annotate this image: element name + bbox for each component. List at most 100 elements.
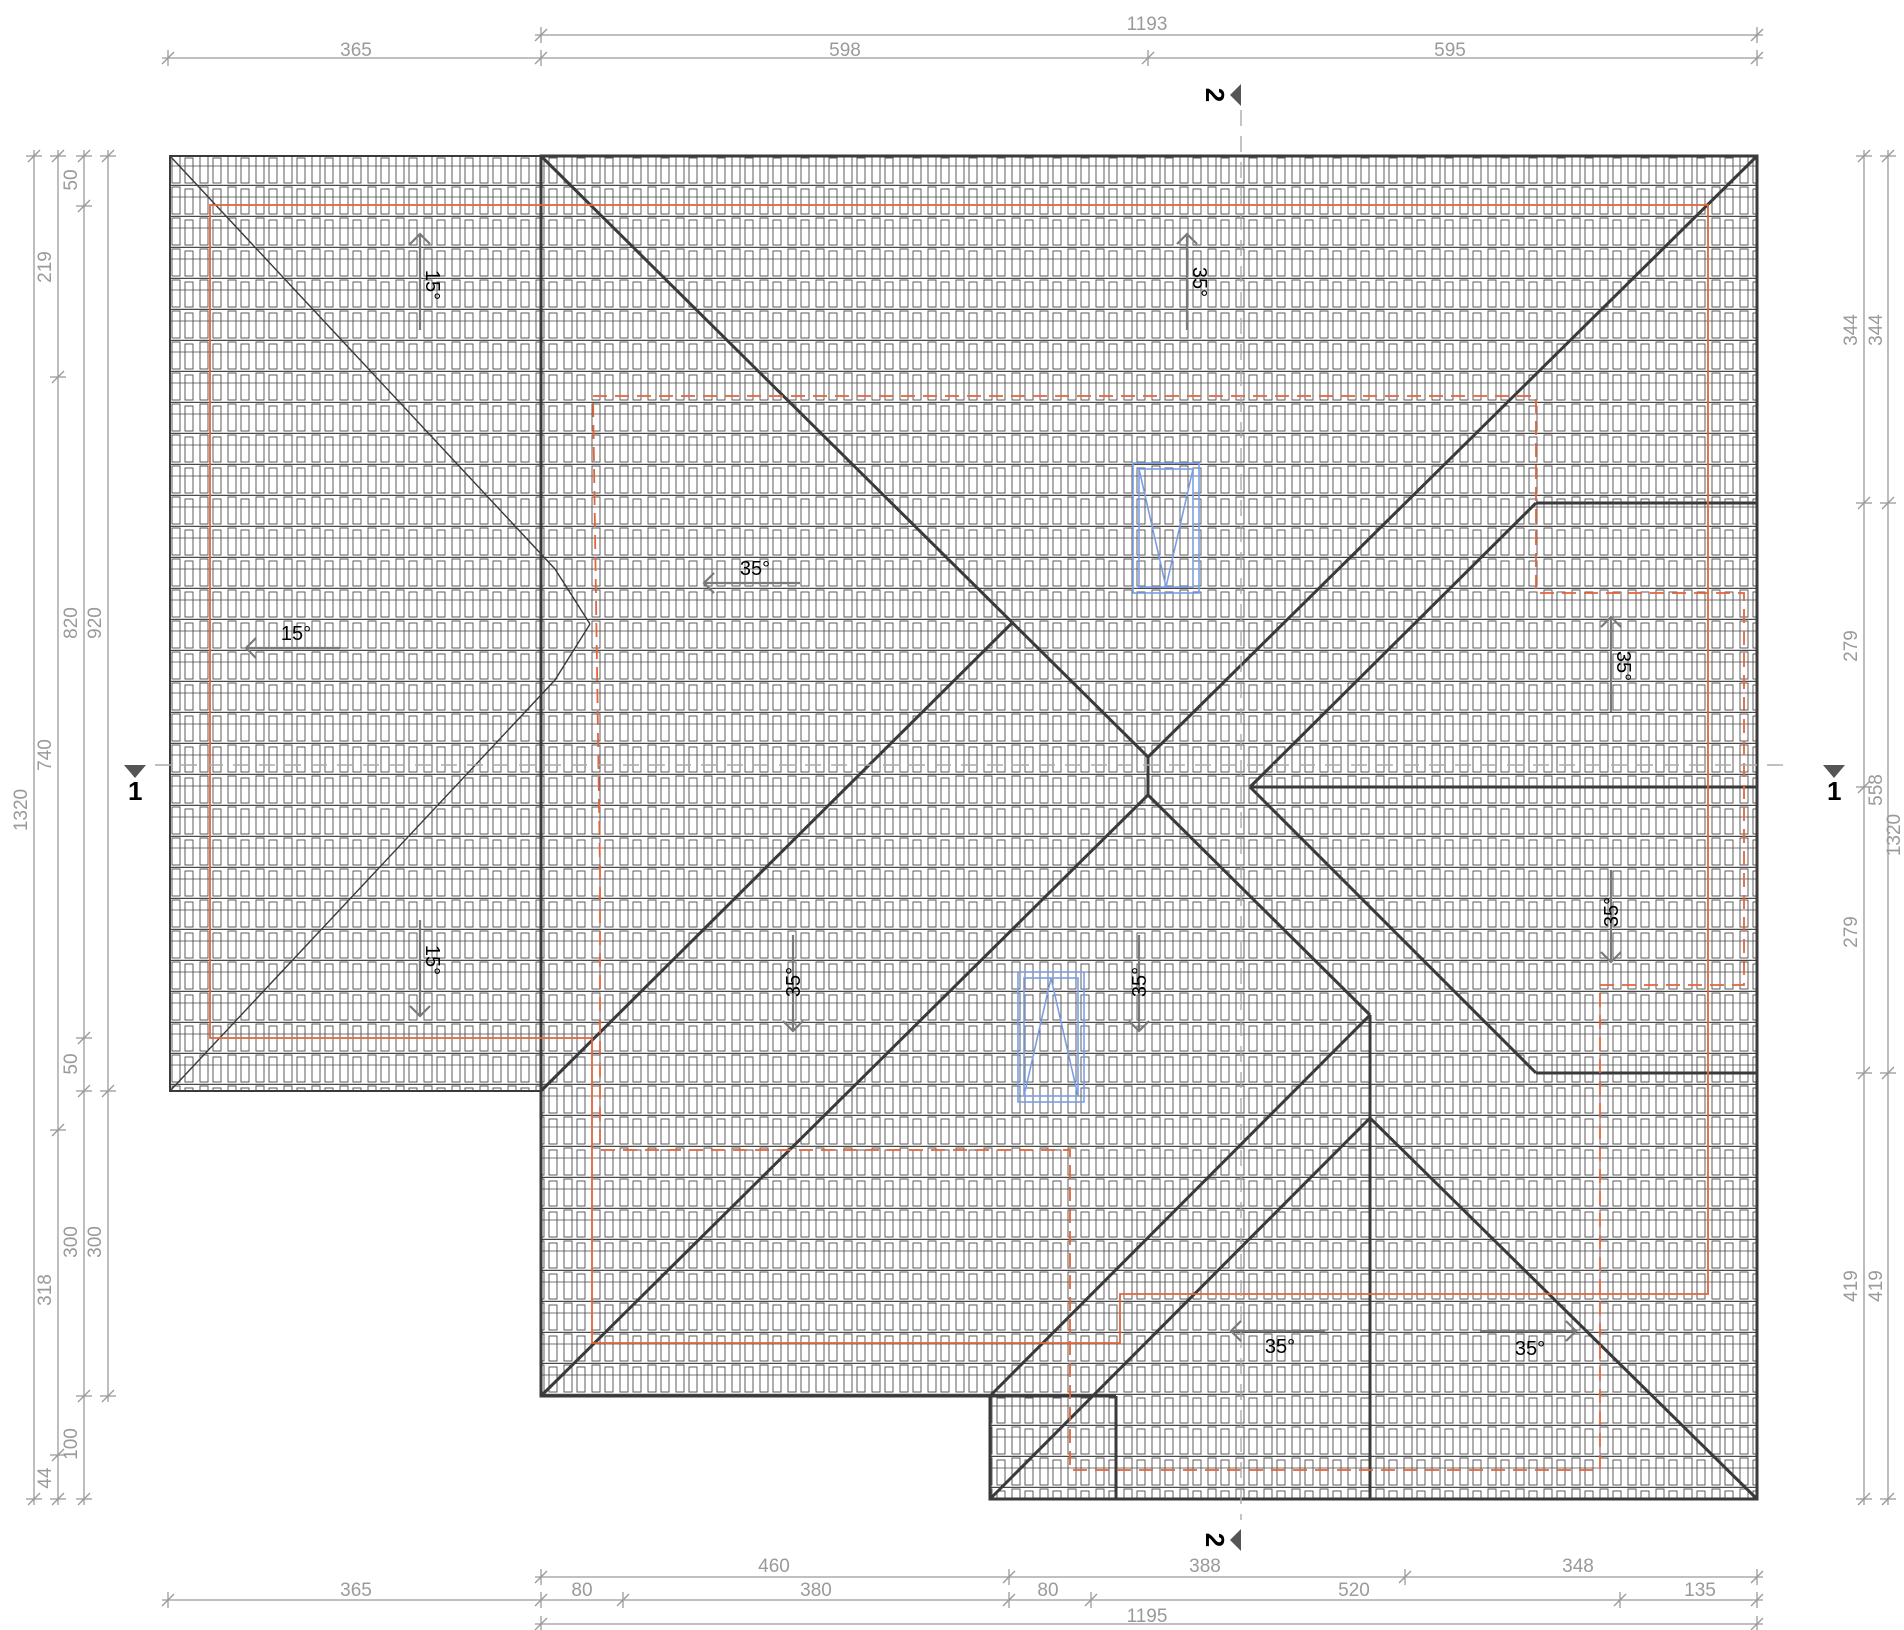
dim-bottom-lower-2: 80 [571, 1580, 592, 1601]
dimension-line [1881, 149, 1895, 163]
dim-bottom-total: 1195 [1127, 1606, 1168, 1627]
dimension-line [161, 51, 175, 65]
dimension-line [1750, 51, 1764, 65]
dimension-line [51, 370, 65, 384]
slope-label-main-north: 35° [1188, 267, 1210, 297]
dimension-line [1857, 1492, 1871, 1506]
dimension-line [1881, 496, 1895, 510]
section-2-top-marker [1230, 84, 1241, 106]
slope-label-wing-west: 35° [1265, 1336, 1295, 1358]
dim-left-mid-1: 740 [35, 739, 56, 771]
slope-label-garage-left: 15° [281, 623, 311, 645]
outer-wall-solid [209, 204, 1709, 1344]
dimension-line [1750, 28, 1764, 42]
dimension-line [77, 1492, 91, 1506]
dimension-line [77, 1084, 91, 1098]
section-axes [155, 110, 1790, 1520]
slope-label-wing-east: 35° [1515, 1338, 1545, 1360]
dimension-line [534, 51, 548, 65]
dimension-line [1750, 1617, 1764, 1630]
skylights [1017, 462, 1200, 1103]
dim-left-innermost-1: 920 [85, 607, 106, 639]
slope-label-garage-bottom: 15° [421, 945, 443, 975]
dimension-line [77, 1031, 91, 1045]
dimension-line [534, 1570, 548, 1584]
dimension-line [101, 149, 115, 163]
dimension-line [27, 149, 41, 163]
dimension-line [1398, 1570, 1412, 1584]
dim-bottom-upper-2: 388 [1189, 1556, 1221, 1577]
dimension-line [534, 1593, 548, 1607]
dimension-line [51, 1448, 65, 1462]
dimension-line [616, 1593, 630, 1607]
dimension-line [77, 1389, 91, 1403]
dimension-line [27, 1492, 41, 1506]
dim-bottom-upper-3: 348 [1562, 1556, 1594, 1577]
wall-outlines [209, 204, 1745, 1471]
dim-bottom-upper-1: 460 [758, 1556, 790, 1577]
dimension-line [101, 1389, 115, 1403]
slope-label-east-upper: 35° [1612, 651, 1634, 681]
section-2-bottom-marker [1230, 1529, 1241, 1551]
section-1-right-marker [1823, 765, 1845, 778]
dim-right-inner-4: 419 [1841, 1270, 1862, 1302]
dim-left-inner-5: 300 [61, 1226, 82, 1258]
dim-right-inner-3: 279 [1841, 916, 1862, 948]
slope-labels: 15° 15° 15° 35° 35° 35° 35° 35° 35° 35° … [281, 267, 1634, 1360]
dimension-line [1857, 149, 1871, 163]
dimension-line [77, 149, 91, 163]
dimension-line [77, 199, 91, 213]
slope-label-east-lower: 35° [1601, 897, 1623, 927]
dim-right-mid-2: 558 [1866, 774, 1887, 806]
slope-label-south-left: 35° [783, 967, 805, 997]
dimension-line [1141, 51, 1155, 65]
upper-floor-dashed [592, 395, 1745, 1471]
dimension-line [1002, 1570, 1016, 1584]
dimension-line [1002, 1593, 1016, 1607]
dimension-line [534, 1617, 548, 1630]
dimension-line [1613, 1593, 1627, 1607]
dim-left-inner-6: 100 [61, 1428, 82, 1460]
slope-label-main-west: 35° [740, 558, 770, 580]
section-markers: 1 1 2 2 [124, 84, 1845, 1551]
dim-left-mid-3: 44 [35, 1467, 56, 1489]
dimension-line [1750, 1570, 1764, 1584]
dimension-line [51, 1492, 65, 1506]
dim-left-innermost-2: 300 [85, 1226, 106, 1258]
dimension-line [161, 1593, 175, 1607]
garage-hips [169, 155, 591, 1092]
dim-right-inner-2: 279 [1841, 630, 1862, 662]
dim-right-mid-3: 419 [1866, 1270, 1887, 1302]
dim-top-total: 1193 [1127, 14, 1168, 35]
section-1-right-label: 1 [1827, 776, 1841, 806]
main-hips-ridges [539, 154, 1759, 1501]
dimension-line [1881, 1066, 1895, 1080]
dim-left-outer: 1320 [11, 789, 32, 831]
dim-top-3: 595 [1434, 40, 1466, 61]
dim-left-mid-2: 318 [35, 1274, 56, 1306]
dimension-line [101, 1084, 115, 1098]
dimension-line [1881, 1492, 1895, 1506]
dim-bottom-lower-3: 380 [800, 1580, 832, 1601]
slope-label-south-mid: 35° [1129, 967, 1151, 997]
dimension-line [1084, 1593, 1098, 1607]
dim-right-inner-1: 344 [1841, 314, 1862, 346]
dim-bottom-lower-5: 520 [1338, 1580, 1370, 1601]
dim-left-inner-3: 820 [61, 607, 82, 639]
dimension-labels: 1193 365 598 595 460 388 348 365 80 380 … [11, 14, 1904, 1627]
slope-label-garage-top: 15° [421, 270, 443, 300]
dimension-line [51, 1123, 65, 1137]
section-1-left-marker [124, 765, 146, 778]
dim-bottom-lower-4: 80 [1037, 1580, 1058, 1601]
dim-left-inner-4: 50 [61, 1053, 82, 1074]
dim-bottom-lower-1: 365 [340, 1580, 372, 1601]
dimension-lines [26, 27, 1896, 1630]
dimension-line [1857, 780, 1871, 794]
dim-top-2: 598 [829, 40, 861, 61]
dimension-line [1857, 1066, 1871, 1080]
dimension-line [1857, 496, 1871, 510]
section-2-bottom-label: 2 [1200, 1533, 1230, 1547]
roof-surfaces [170, 156, 1757, 1499]
dim-right-outer: 1320 [1884, 814, 1904, 856]
